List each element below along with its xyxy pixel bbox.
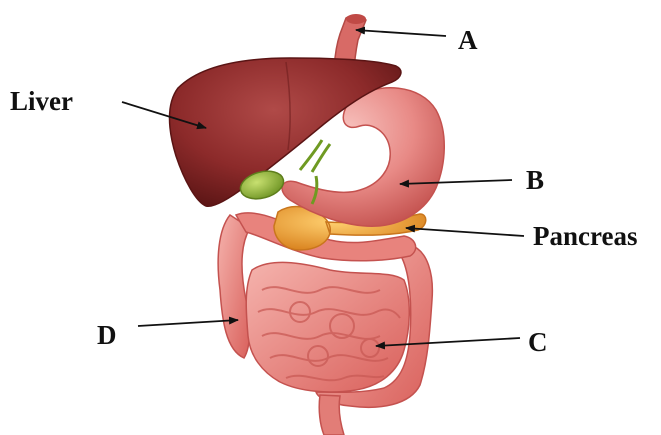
- large-intestine: [218, 215, 250, 358]
- arrow-a: [356, 30, 446, 36]
- label-d: D: [97, 322, 117, 349]
- label-liver: Liver: [10, 88, 73, 115]
- label-pancreas: Pancreas: [533, 223, 637, 250]
- arrow-d: [138, 320, 238, 326]
- label-a: A: [458, 27, 478, 54]
- label-b: B: [526, 167, 544, 194]
- arrow-pancreas: [406, 228, 524, 236]
- small-intestine: [246, 262, 409, 392]
- label-c: C: [528, 329, 548, 356]
